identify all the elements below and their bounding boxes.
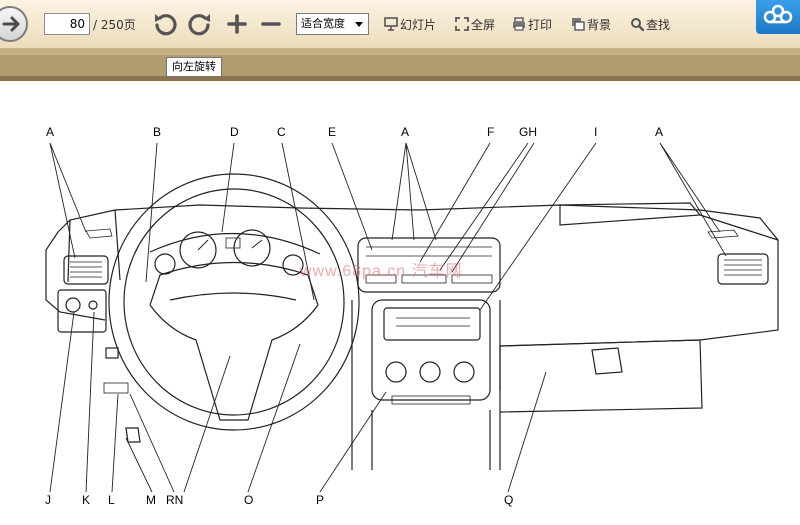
search-icon: [631, 18, 644, 31]
background-label: 背景: [587, 18, 612, 32]
callout-label: K: [82, 493, 91, 507]
callout-label: GH: [519, 125, 537, 139]
fullscreen-icon: [455, 17, 469, 31]
callout-label: F: [487, 125, 495, 139]
cloud-icon: [763, 4, 793, 24]
slideshow-icon: [384, 17, 398, 31]
rotate-left-tooltip: 向左旋转: [166, 57, 222, 77]
next-page-button[interactable]: [0, 6, 28, 42]
page-total: / 250页: [93, 18, 136, 32]
callout-label: D: [230, 125, 239, 139]
fullscreen-label: 全屏: [471, 18, 496, 32]
zoom-mode-value: 适合宽度: [301, 17, 345, 30]
find-button[interactable]: 查找: [630, 16, 670, 34]
slideshow-button[interactable]: 幻灯片: [384, 16, 436, 34]
page-number-input[interactable]: [44, 13, 90, 35]
rotate-left-button[interactable]: [152, 11, 178, 37]
dashboard-diagram: [45, 142, 779, 493]
document-frame-highlight: [0, 49, 800, 55]
callout-label: L: [108, 493, 115, 507]
printer-icon: [513, 17, 525, 31]
background-button[interactable]: 背景: [571, 16, 611, 34]
document-page: www.68pa.cn 汽车网 A B D C E A F GH I A J K…: [0, 81, 800, 525]
chevron-down-icon: [355, 22, 363, 27]
callout-label: Q: [504, 493, 514, 507]
plus-icon: [227, 14, 247, 34]
document-frame-shadow: [0, 76, 800, 81]
callout-label: B: [153, 125, 162, 139]
zoom-out-button[interactable]: [260, 13, 282, 35]
callout-label: A: [401, 125, 410, 139]
reader-toolbar: / 250页 适合宽度 幻灯片 全屏: [0, 0, 800, 49]
print-button[interactable]: 打印: [512, 16, 552, 34]
callout-label: E: [328, 125, 337, 139]
callout-label: A: [655, 125, 664, 139]
rotate-right-icon: [188, 14, 210, 36]
find-label: 查找: [646, 18, 671, 32]
arrow-right-icon: [2, 16, 20, 32]
callout-label: J: [45, 493, 51, 507]
minus-icon: [261, 22, 281, 26]
callout-label: I: [594, 125, 598, 139]
rotate-right-button[interactable]: [187, 11, 213, 37]
callout-label: P: [316, 493, 325, 507]
zoom-mode-select[interactable]: 适合宽度: [296, 13, 369, 35]
callout-label: RN: [166, 493, 184, 507]
rotate-left-icon: [155, 14, 177, 36]
zoom-in-button[interactable]: [226, 13, 248, 35]
callout-label: O: [244, 493, 254, 507]
callout-label: M: [146, 493, 156, 507]
background-icon: [572, 18, 585, 31]
callout-label: C: [277, 125, 286, 139]
slideshow-label: 幻灯片: [400, 18, 437, 32]
watermark-text: www.68pa.cn 汽车网: [300, 263, 463, 280]
cloud-button[interactable]: [756, 0, 800, 34]
callout-label: A: [46, 125, 55, 139]
print-label: 打印: [528, 18, 553, 32]
fullscreen-button[interactable]: 全屏: [455, 16, 495, 34]
